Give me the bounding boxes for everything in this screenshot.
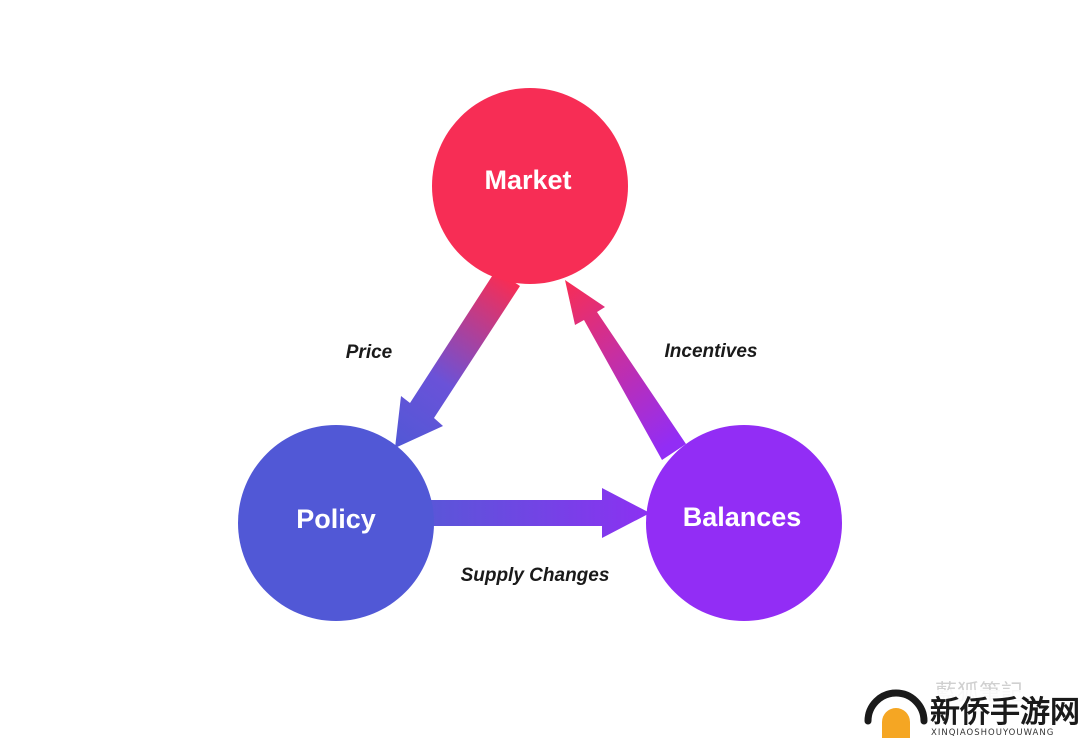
arrow-incentives xyxy=(565,280,686,460)
node-balances xyxy=(646,425,842,621)
node-balances-label: Balances xyxy=(683,502,802,532)
watermark-brand-subtext: XINQIAOSHOUYOUWANG xyxy=(931,728,1054,738)
watermark-brand-text: 新侨手游网 xyxy=(930,695,1080,730)
edge-label-incentives: Incentives xyxy=(665,341,758,362)
edge-label-supply-changes: Supply Changes xyxy=(461,565,610,586)
arrow-price xyxy=(395,270,520,448)
node-market-label: Market xyxy=(484,165,571,195)
node-policy xyxy=(238,425,434,621)
node-policy-label: Policy xyxy=(296,504,376,534)
node-market xyxy=(432,88,628,284)
arrow-supply-changes xyxy=(426,488,650,538)
house-arch-icon xyxy=(864,689,928,738)
edge-label-price: Price xyxy=(346,342,393,363)
watermark: 藍狐筆記 新侨手游网 XINQIAOSHOUYOUWANG xyxy=(860,681,1080,738)
